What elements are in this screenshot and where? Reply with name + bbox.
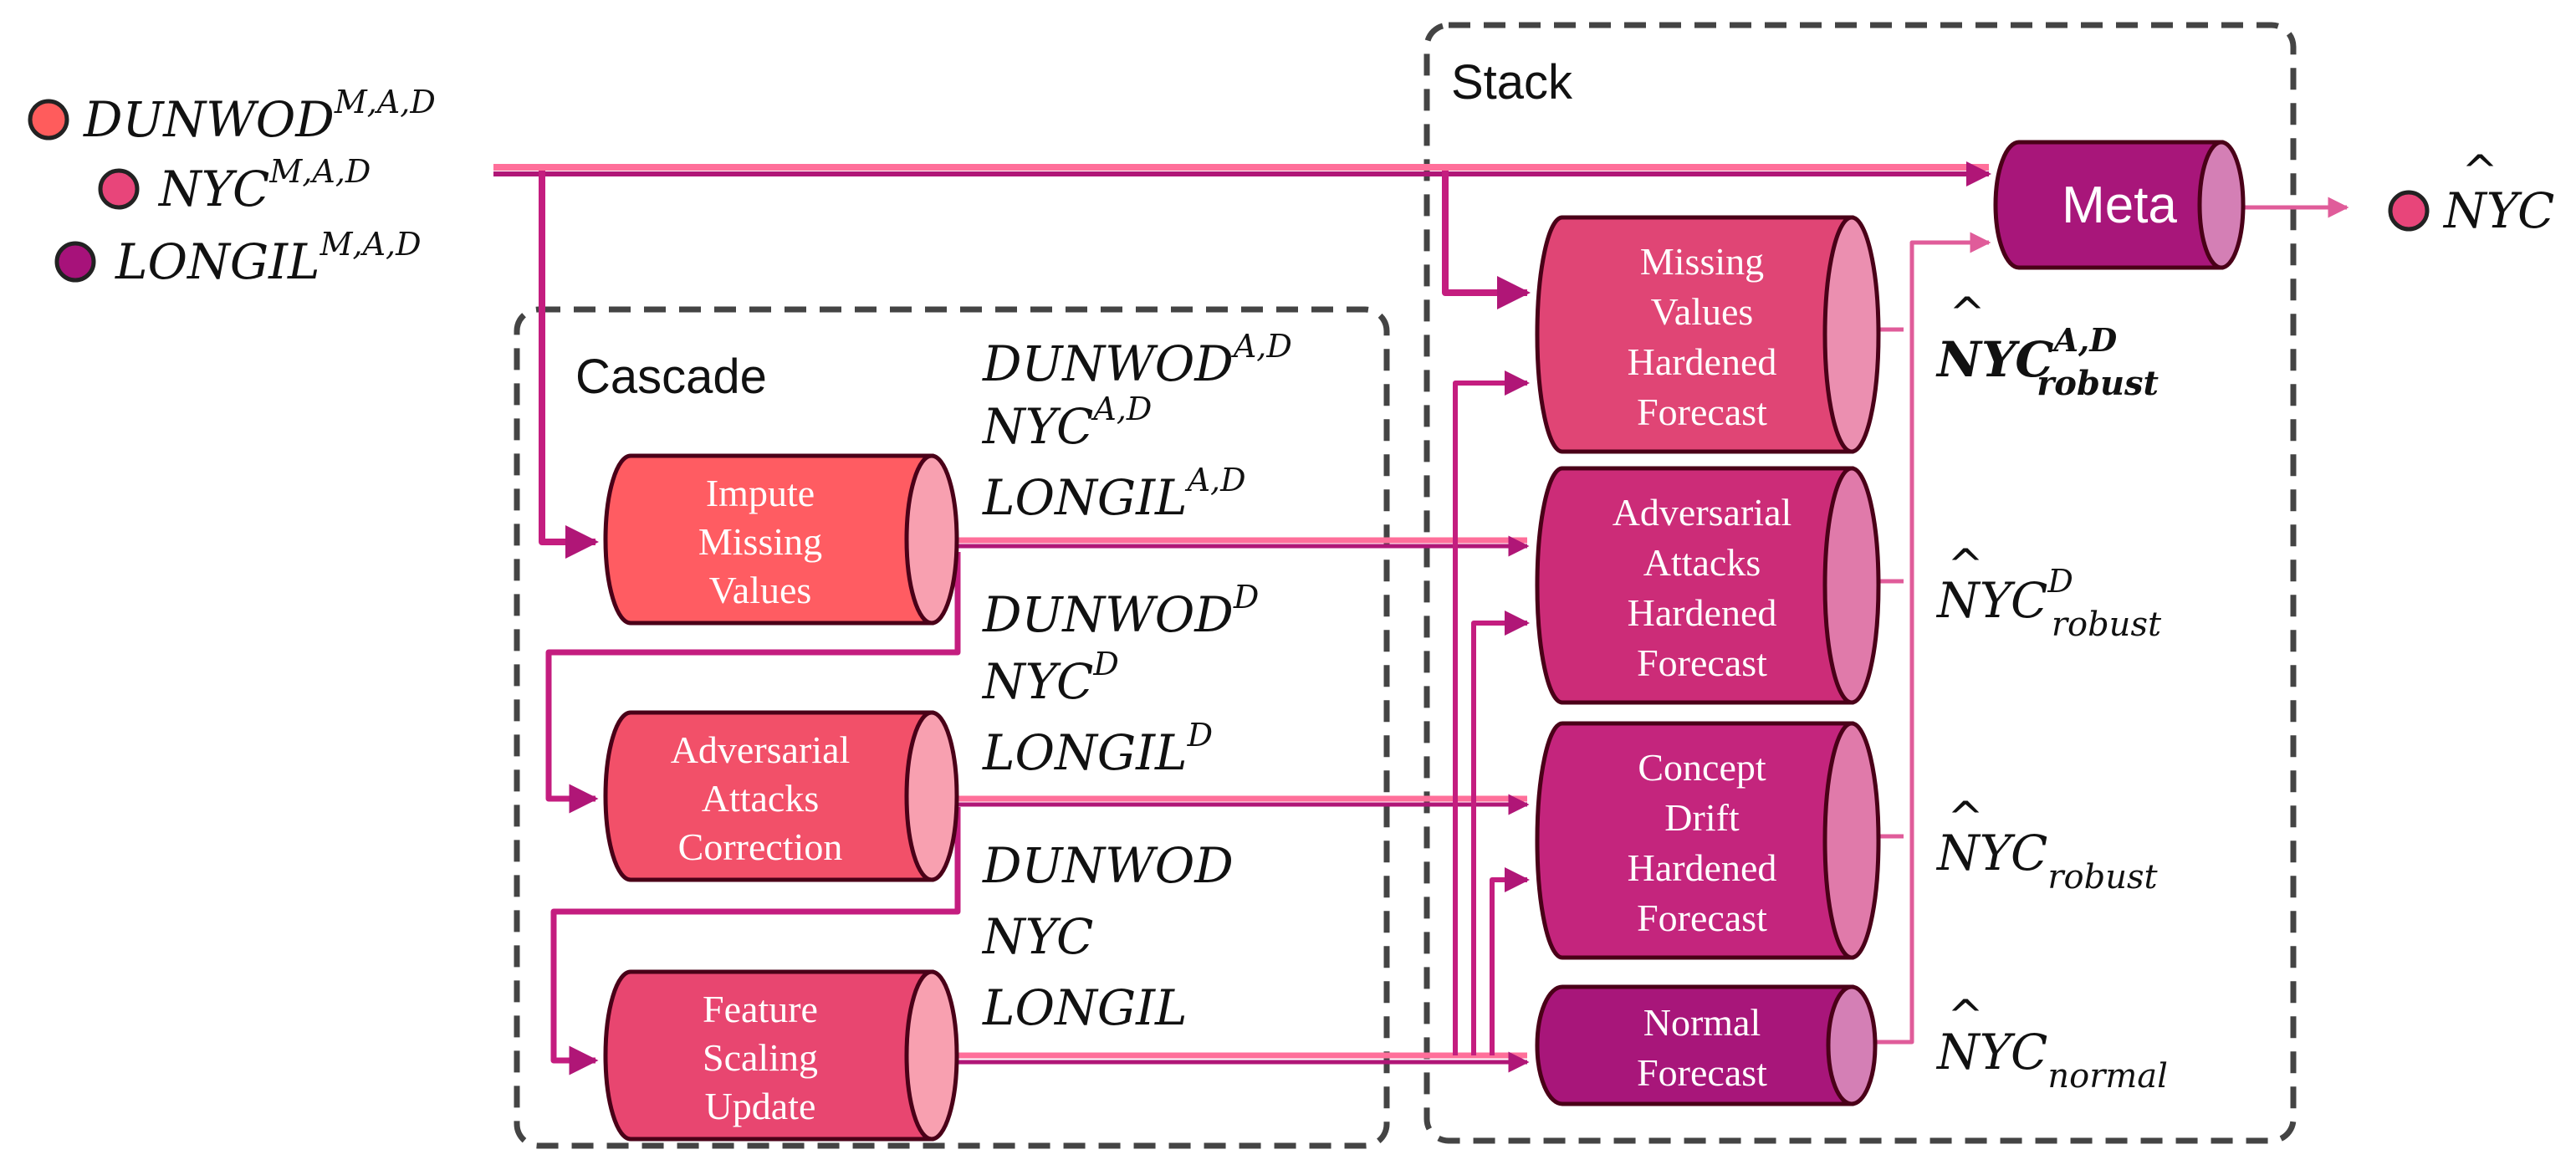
cascade-step-label: Update	[705, 1085, 816, 1127]
stack-group-box	[1423, 22, 2297, 1144]
stack-model-label: Forecast	[1637, 1051, 1767, 1094]
stack-model-label: Concept	[1638, 746, 1766, 789]
connector-lines	[493, 161, 2349, 1075]
hat-accent-icon: ^	[1947, 540, 1984, 590]
cascade-step-label: Scaling	[703, 1036, 818, 1079]
input-label-longil: LONGILM,A,D	[115, 226, 422, 290]
stack-output-label: NYCnormal	[1935, 1024, 2168, 1096]
meta-label: Meta	[2062, 176, 2177, 234]
cascade-outputs-1: DUNWODA,D NYCA,D LONGILA,D	[981, 328, 1292, 526]
stack-model-label: Attacks	[1643, 541, 1761, 584]
hat-accent-icon: ^	[1947, 991, 1984, 1041]
input-dot-longil	[54, 241, 96, 283]
stack-model-label: Forecast	[1637, 897, 1767, 939]
cascade-step-label: Values	[709, 569, 812, 611]
stack-model-label: Forecast	[1637, 641, 1767, 684]
stack-model-label: Forecast	[1637, 391, 1767, 433]
cascade-output-label: LONGILD	[982, 717, 1213, 781]
cascade-output-label: DUNWOD	[982, 837, 1234, 894]
cascade-output-label: DUNWODA,D	[982, 328, 1292, 392]
input-dot-dunwod	[28, 99, 69, 141]
cascade-output-label: NYC	[981, 908, 1093, 965]
input-legend: DUNWODM,A,D NYCM,A,D LONGILM,A,D	[28, 84, 436, 290]
cascade-step-feature-scaling-update: Feature Scaling Update	[603, 969, 959, 1142]
cascade-output-label: NYCA,D	[981, 391, 1152, 455]
cascade-step-label: Missing	[698, 520, 822, 563]
final-output: ^ NYC	[2388, 146, 2554, 239]
stack-model-label: Adversarial	[1613, 491, 1792, 534]
stack-model-concept-drift-hardened-forecast: Concept Drift Hardened Forecast	[1535, 721, 1881, 960]
cascade-step-adversarial-attacks-correction: Adversarial Attacks Correction	[603, 710, 959, 882]
stack-model-label: Normal	[1643, 1001, 1761, 1044]
cascade-step-label: Feature	[703, 988, 818, 1030]
cascade-output-label: LONGILA,D	[982, 462, 1246, 526]
stack-model-adversarial-attacks-hardened-forecast: Adversarial Attacks Hardened Forecast	[1535, 466, 1881, 705]
cascade-outputs-2: DUNWODD NYCD LONGILD	[981, 579, 1259, 781]
meta-model: Meta	[1993, 140, 2246, 270]
input-label-nyc: NYCM,A,D	[157, 153, 371, 217]
hat-accent-icon: ^	[2461, 146, 2498, 197]
stack-model-label: Missing	[1640, 240, 1764, 283]
stack-model-label: Drift	[1664, 796, 1740, 839]
cascade-step-label: Attacks	[702, 777, 820, 820]
stack-output-robust: ^ NYCrobust	[1935, 793, 2159, 897]
stack-model-label: Hardened	[1628, 591, 1777, 634]
cascade-output-label: DUNWODD	[982, 579, 1259, 643]
stack-group-label: Stack	[1451, 55, 1573, 110]
stack-model-normal-forecast: Normal Forecast	[1535, 984, 1878, 1106]
cascade-outputs-3: DUNWOD NYC LONGIL	[981, 837, 1234, 1036]
hat-accent-icon: ^	[1949, 289, 1986, 339]
final-output-dot	[2388, 190, 2430, 232]
stack-output-label: NYCrobust	[1935, 825, 2159, 897]
input-label-dunwod: DUNWODM,A,D	[83, 84, 436, 148]
cascade-step-impute-missing-values: Impute Missing Values	[603, 453, 959, 626]
cascade-output-label: NYCD	[981, 646, 1119, 710]
hat-accent-icon: ^	[1947, 793, 1984, 843]
stack-model-label: Hardened	[1628, 340, 1777, 383]
cascade-step-label: Correction	[678, 825, 843, 868]
stack-model-label: Values	[1651, 290, 1754, 333]
input-dot-nyc	[98, 168, 140, 210]
final-output-label: NYC	[2442, 182, 2554, 239]
cascade-output-label: LONGIL	[982, 979, 1188, 1036]
stack-output-normal: ^ NYCnormal	[1935, 991, 2168, 1096]
cascade-step-label: Impute	[706, 472, 815, 514]
stack-model-missing-values-hardened-forecast: Missing Values Hardened Forecast	[1535, 215, 1881, 454]
cascade-step-label: Adversarial	[671, 728, 851, 771]
stack-model-label: Hardened	[1628, 846, 1777, 889]
cascade-group-label: Cascade	[575, 350, 767, 404]
